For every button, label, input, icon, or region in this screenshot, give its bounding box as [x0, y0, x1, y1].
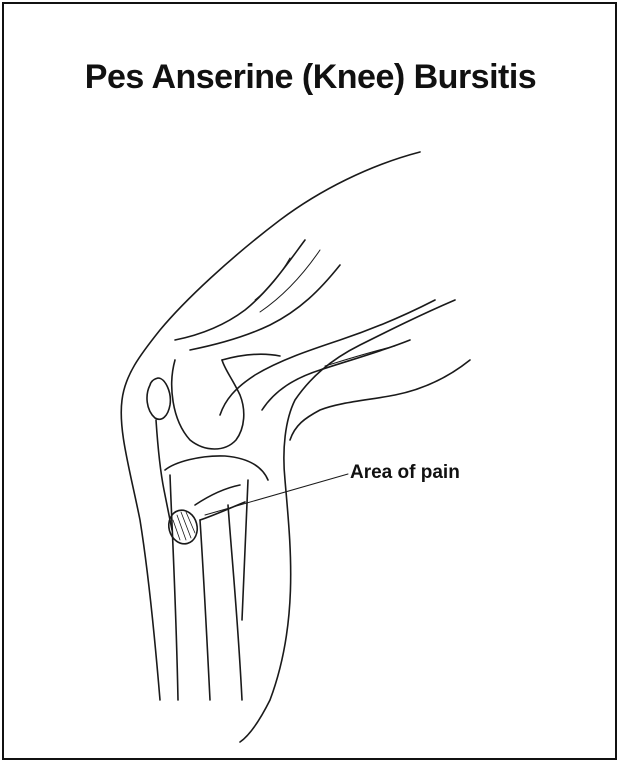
shin-bones: [156, 420, 268, 700]
callout-leader-line: [205, 474, 348, 515]
patella: [147, 378, 170, 419]
skin-outline: [121, 152, 470, 742]
pes-anserine-tendon: [165, 485, 245, 547]
area-of-pain-label: Area of pain: [350, 462, 460, 484]
